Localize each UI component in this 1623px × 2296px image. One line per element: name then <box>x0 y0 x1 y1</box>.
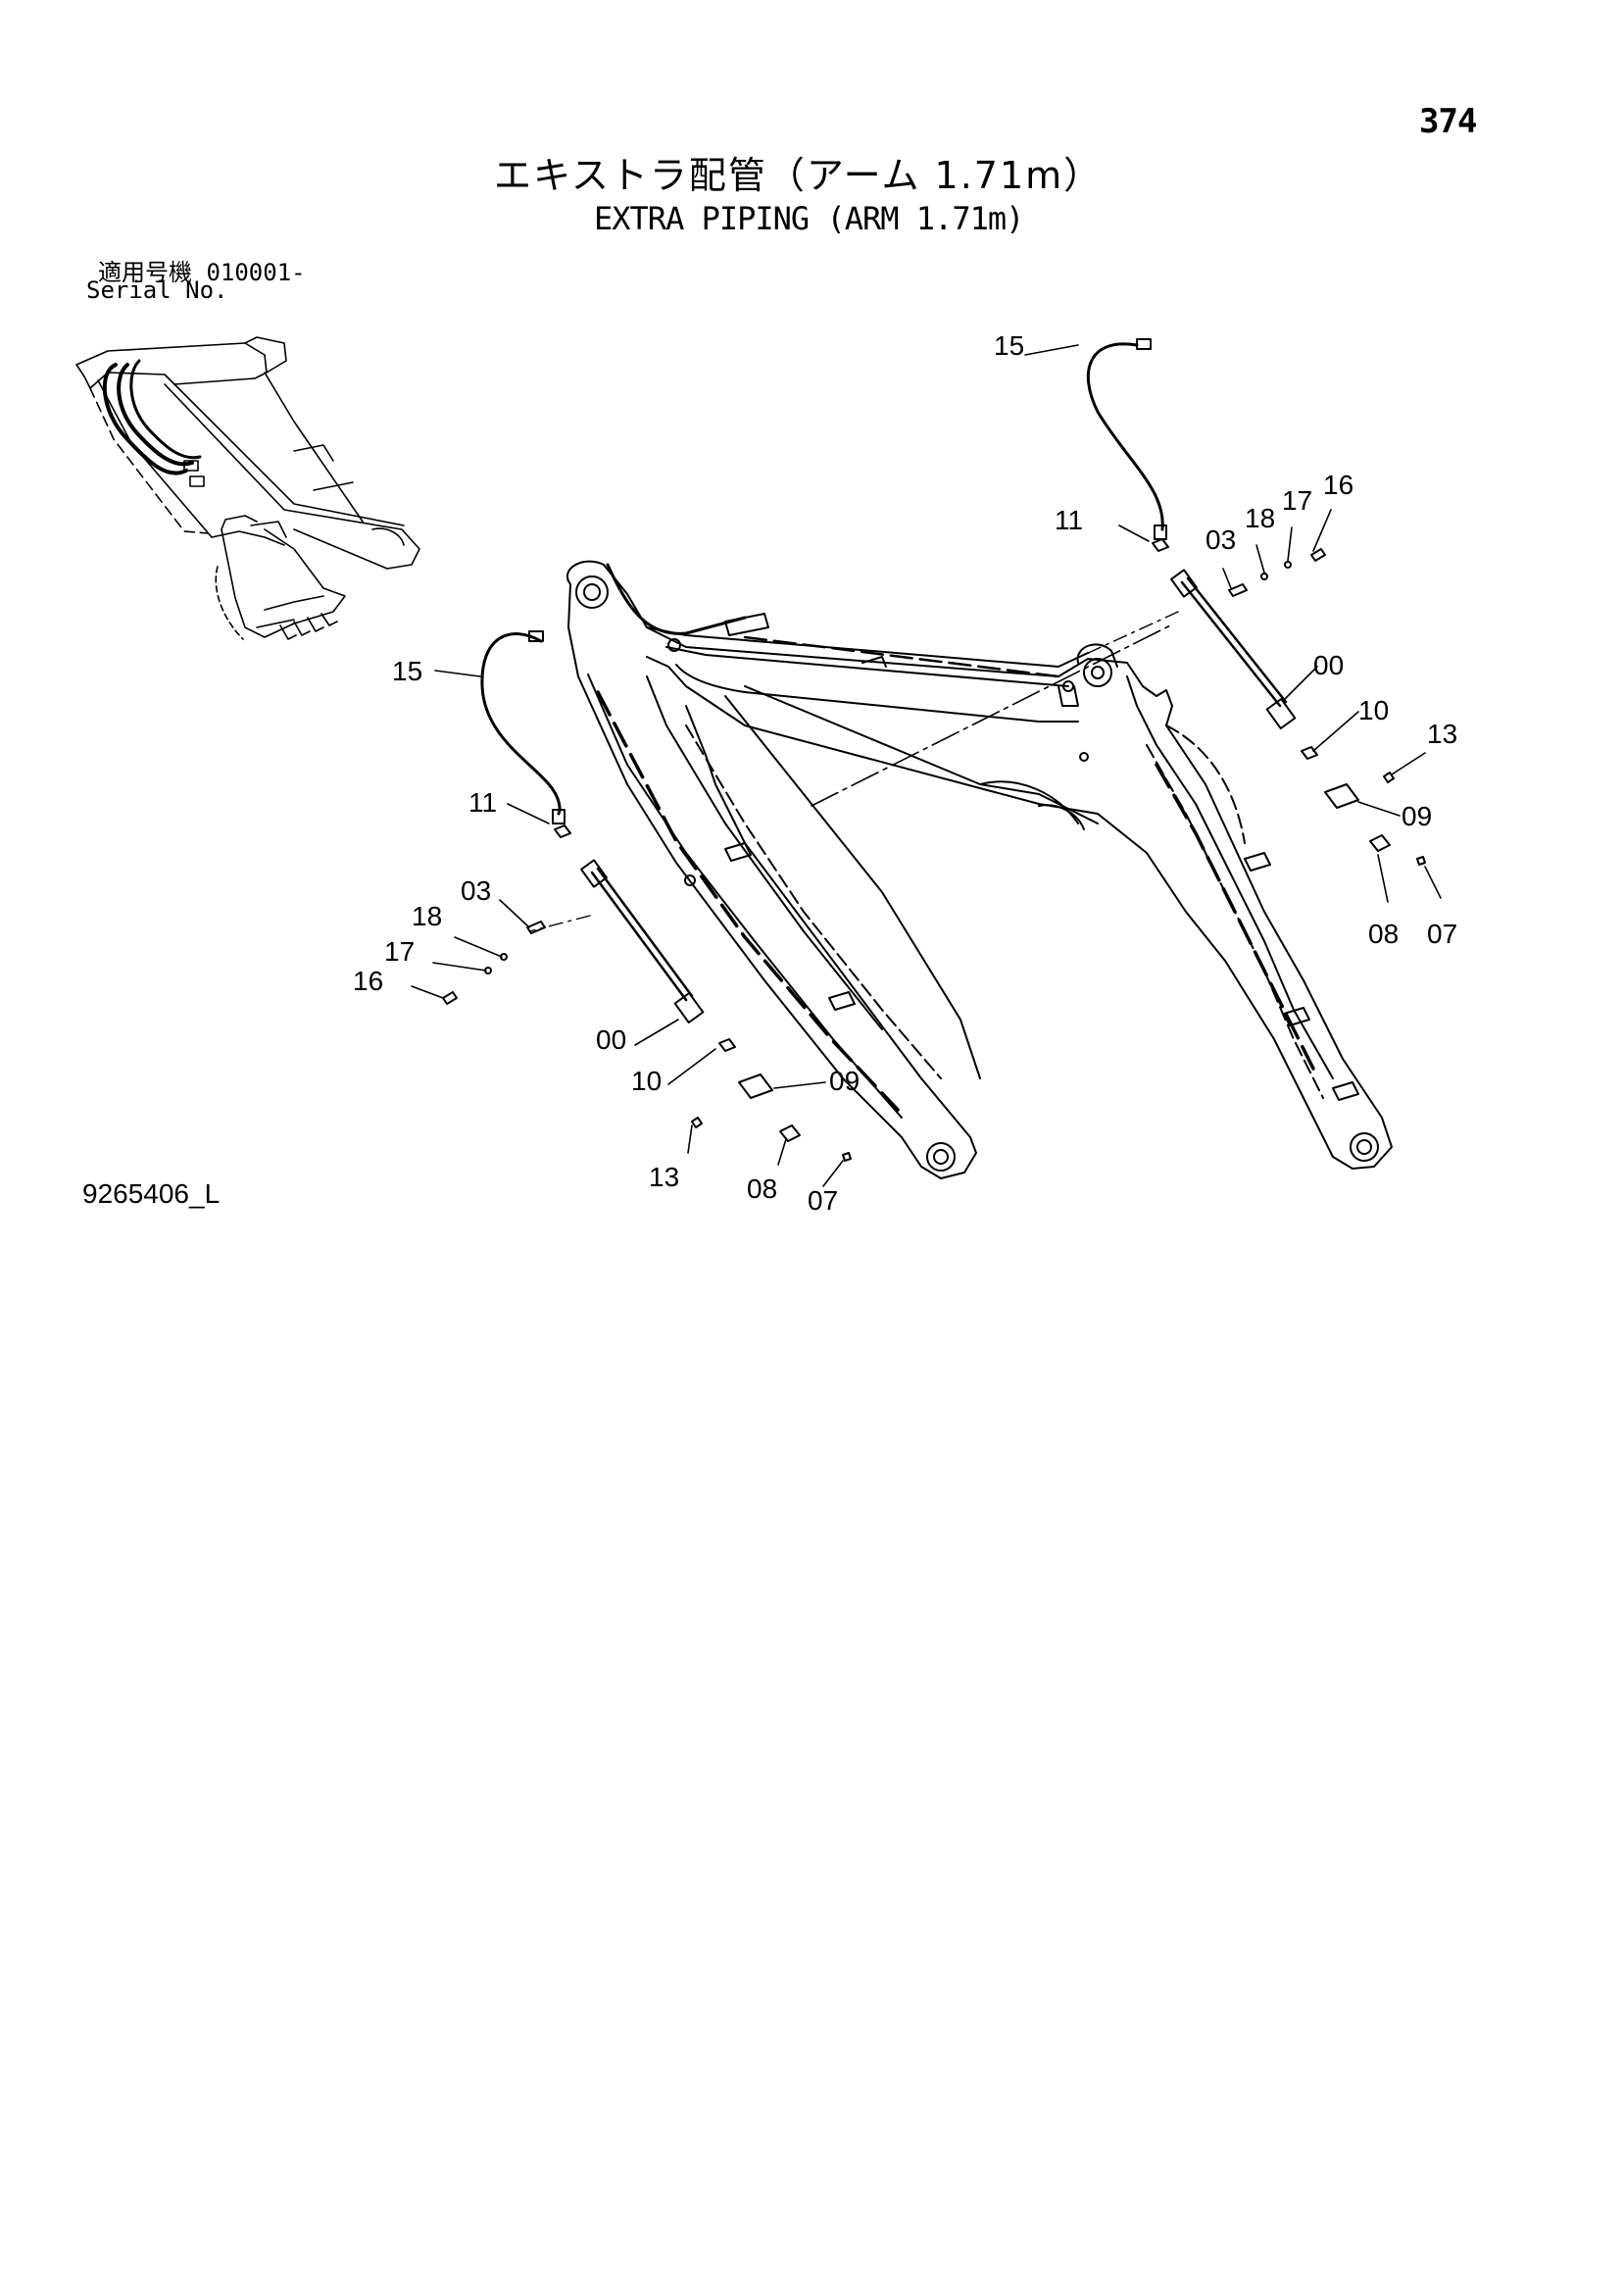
serial-label-japanese: 適用号機 010001- <box>98 259 306 286</box>
valve <box>1369 834 1391 852</box>
callout-11: 11 <box>468 787 497 818</box>
callout-09: 09 <box>829 1066 860 1096</box>
callout-17: 17 <box>1282 485 1312 516</box>
valve-block <box>1324 783 1359 809</box>
callout-00: 00 <box>1313 650 1344 680</box>
drawing-code: 9265406_L <box>82 1178 221 1209</box>
callout-03: 03 <box>1205 524 1236 555</box>
serial-label-english: Serial No. <box>86 276 228 304</box>
nut <box>1301 746 1318 760</box>
elbow-fitting <box>554 824 571 838</box>
pipe-clamp <box>580 859 608 888</box>
left-piping-assembly <box>411 630 852 1187</box>
hose-end-fitting <box>552 809 566 824</box>
callout-10: 10 <box>631 1066 662 1096</box>
elbow-fitting <box>1152 538 1169 552</box>
callout-16: 16 <box>353 966 383 996</box>
inset-arm-thumbnail <box>75 336 420 640</box>
hose-end-fitting <box>1136 338 1152 350</box>
title-japanese: エキストラ配管（アーム 1.71m） <box>494 154 1104 197</box>
callout-13: 13 <box>1427 719 1457 749</box>
callout-15: 15 <box>994 330 1024 361</box>
callout-13: 13 <box>649 1162 679 1192</box>
callout-18: 18 <box>412 901 442 931</box>
callout-18: 18 <box>1245 503 1275 533</box>
callout-08: 08 <box>747 1173 777 1204</box>
page-number: 374 <box>1419 102 1477 141</box>
callout-16: 16 <box>1323 470 1353 500</box>
callout-10: 10 <box>1358 695 1389 725</box>
adapter <box>1228 583 1248 597</box>
title-english: EXTRA PIPING (ARM 1.71m) <box>594 200 1024 237</box>
valve-block <box>738 1073 773 1099</box>
hose-end-fitting <box>528 630 544 642</box>
pipe-clamp <box>1265 698 1297 729</box>
callout-07: 07 <box>1427 919 1457 949</box>
right-piping-assembly <box>1024 338 1442 903</box>
callout-15: 15 <box>392 656 422 686</box>
callout-08: 08 <box>1368 919 1399 949</box>
callout-07: 07 <box>808 1185 838 1216</box>
callout-17: 17 <box>384 936 415 967</box>
callout-11: 11 <box>1055 505 1083 535</box>
callout-03: 03 <box>461 875 491 906</box>
callout-00: 00 <box>596 1024 626 1055</box>
arm-structure-drawing <box>566 560 1393 1179</box>
valve <box>779 1124 801 1142</box>
callout-09: 09 <box>1402 801 1432 831</box>
nut <box>718 1038 736 1052</box>
callout-labels-left: 15 11 03 18 17 16 00 10 09 13 08 07 <box>353 656 860 1216</box>
pipe-clamp <box>673 992 705 1023</box>
pipe-clamp <box>1170 569 1198 598</box>
hose-end-fitting <box>1154 524 1167 540</box>
callout-labels-right: 15 11 03 18 17 16 00 10 13 09 08 07 <box>994 330 1457 949</box>
